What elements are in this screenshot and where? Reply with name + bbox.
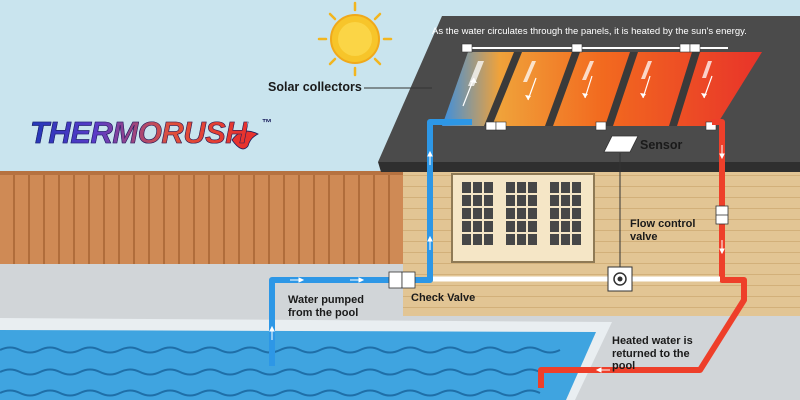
cold-water-pipe (269, 119, 472, 366)
check-valve-label: Check Valve (411, 292, 476, 304)
pool (0, 318, 612, 400)
solar-collectors-label: Solar collectors (268, 80, 362, 94)
sensor-icon (603, 135, 639, 153)
fence (0, 173, 420, 265)
sun-icon (317, 1, 393, 77)
heated-water-label: Heated water is returned to the pool (612, 335, 693, 373)
panel-connectors (461, 43, 717, 131)
trademark-symbol: ™ (262, 118, 272, 129)
hot-water-pipe (538, 119, 747, 388)
check-valve-icon (388, 271, 416, 289)
flow-control-valve-icon (607, 153, 633, 292)
brand-swoosh-icon (231, 130, 259, 150)
sensor-label: Sensor (640, 138, 683, 152)
flow-control-valve-label: Flow control valve (630, 218, 696, 243)
water-pumped-label: Water pumped from the pool (288, 294, 364, 319)
brand-logo: THERMORUSH (30, 115, 248, 150)
house-window (451, 173, 595, 263)
roof-caption: As the water circulates through the pane… (432, 26, 747, 37)
solar-collectors (442, 52, 762, 126)
